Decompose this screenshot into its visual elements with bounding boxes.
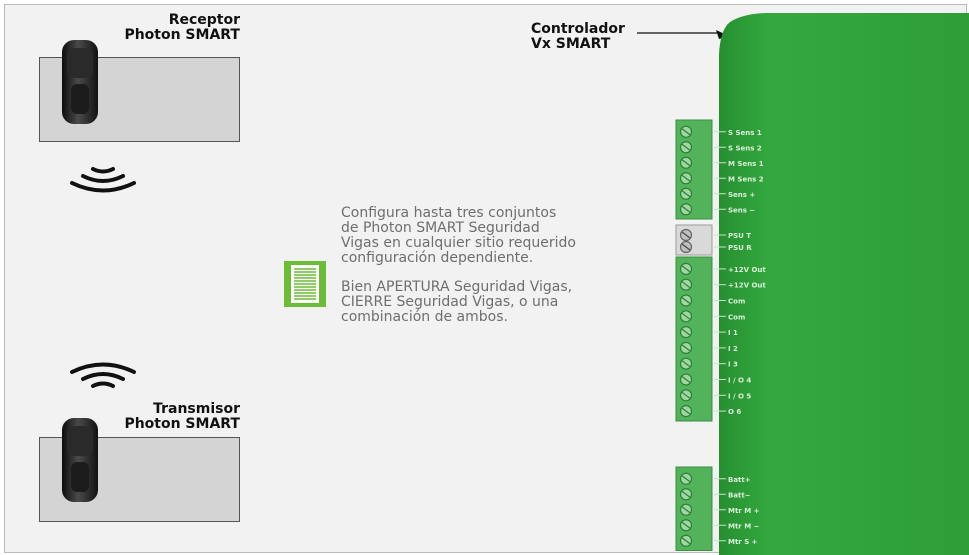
description-paragraph-1: Configura hasta tres conjuntos de Photon… [341, 205, 576, 266]
terminal-screw-slot [681, 360, 691, 368]
terminal-label: O 6 [728, 408, 741, 416]
receiver-label-line2: Photon SMART [124, 27, 240, 43]
terminal-label: I / O 5 [728, 392, 751, 400]
transmitter-label-line1: Transmisor [153, 401, 240, 417]
terminal-label: Sens − [728, 206, 755, 214]
receiver-label: Receptor Photon SMART [124, 13, 240, 43]
terminal-label: M Sens 2 [728, 175, 764, 183]
terminal-label: M Sens 1 [728, 160, 764, 168]
terminal-screw-slot [681, 159, 691, 167]
terminal-screw-slot [681, 265, 691, 273]
terminal-label: Sens + [728, 191, 755, 199]
description-text: Configura hasta tres conjuntos de Photon… [341, 206, 576, 339]
terminal-label: S Sens 2 [728, 144, 762, 152]
terminal-label: I 1 [728, 329, 738, 337]
terminal-screw-slot [681, 281, 691, 289]
terminal-screw-slot [681, 143, 691, 151]
terminal-screw-slot [681, 328, 691, 336]
description-paragraph-2: Bien APERTURA Seguridad Vigas, CIERRE Se… [341, 279, 573, 325]
terminal-label: Mtr M − [728, 522, 760, 530]
document-icon [284, 261, 326, 307]
terminal-label: PSU R [728, 244, 752, 252]
signal-receive-icon [70, 167, 136, 193]
terminal-label: I 3 [728, 361, 738, 369]
terminal-label: Mtr M + [728, 507, 760, 515]
transmitter-device-icon [62, 418, 98, 502]
terminal-screw-slot [681, 297, 691, 304]
terminal-screw-slot [681, 490, 691, 498]
terminal-screw-slot [681, 521, 691, 529]
terminal-label: Batt− [728, 491, 751, 499]
terminal-screw-slot [681, 174, 691, 182]
terminal-screw-slot [681, 312, 691, 320]
terminal-blocks: S Sens 1 S Sens 2 M Sens 1 M Sens 2 Sens + Se… [675, 119, 766, 551]
terminal-label: PSU T [728, 232, 751, 240]
transmitter-label-line2: Photon SMART [124, 416, 240, 432]
receiver-device-icon [62, 40, 98, 124]
transmitter-box [39, 437, 240, 522]
transmitter-label: Transmisor Photon SMART [124, 402, 240, 432]
terminal-label: Com [728, 313, 745, 321]
terminal-screw-slot [681, 376, 691, 383]
terminal-label: I 2 [728, 345, 738, 353]
terminal-screw-slot [681, 475, 691, 483]
terminal-label: +12V Out [728, 282, 766, 290]
terminal-label: S Sens 1 [728, 129, 762, 137]
terminal-label: +12V Out [728, 266, 766, 274]
controller-label-line1: Controlador [531, 21, 625, 37]
terminal-screw-slot [681, 344, 691, 352]
terminal-screw-slot [681, 391, 691, 399]
terminal-screw-slot [681, 506, 691, 514]
terminal-label: Mtr S + [728, 538, 758, 546]
controller-body [719, 13, 969, 555]
terminal-block [675, 119, 713, 220]
terminal-screw-slot [681, 407, 691, 415]
terminal-screw-slot [681, 128, 691, 136]
controller-label: Controlador Vx SMART [531, 22, 625, 52]
controller-label-line2: Vx SMART [531, 36, 611, 52]
terminal-screw-slot [681, 205, 691, 213]
terminal-screw-slot [681, 243, 691, 251]
terminal-label: Batt+ [728, 476, 751, 484]
terminal-screw-slot [681, 190, 691, 198]
controller-board: S Sens 1 S Sens 2 M Sens 1 M Sens 2 Sens + Se… [675, 13, 969, 555]
terminal-label: Com [728, 298, 745, 306]
signal-transmit-icon [70, 362, 136, 388]
terminal-label: I / O 4 [728, 377, 751, 385]
receiver-label-line1: Receptor [168, 12, 240, 28]
terminal-screw-slot [681, 231, 691, 239]
terminal-screw-slot [681, 537, 691, 545]
